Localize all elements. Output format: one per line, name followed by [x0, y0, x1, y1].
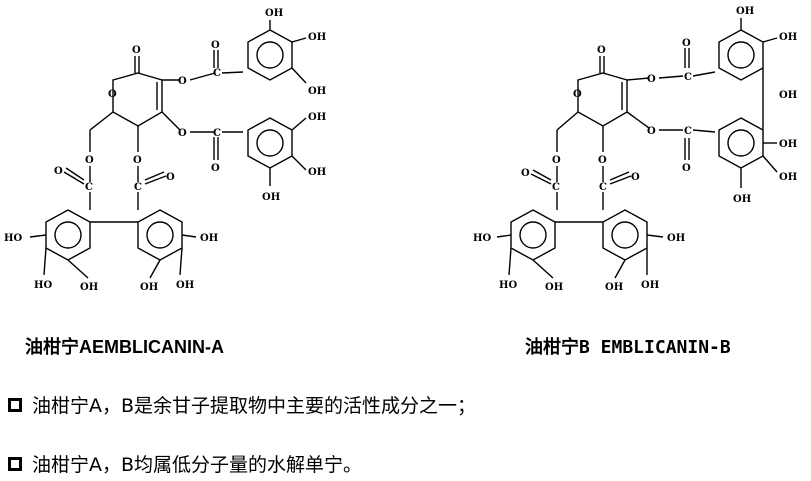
carbon-label: C: [684, 126, 692, 137]
hhdp-ring-left: [510, 209, 556, 261]
galloyl-ring-top: [247, 29, 293, 81]
ester-o-label: O: [598, 155, 607, 166]
emblicanin-b-structure: OH OH OH OH OH OH HO HO OH OH OH OH O O …: [473, 6, 797, 293]
galloyl-ring-middle: [247, 117, 293, 169]
hhdp-ring-right: [137, 209, 183, 261]
oh-label: OH: [641, 280, 659, 291]
carbonyl-o-label: O: [631, 172, 640, 183]
carbonyl-o-label: O: [682, 163, 691, 174]
ho-label: HO: [4, 233, 22, 244]
oh-label: OH: [779, 90, 797, 101]
pyranone-ring: [112, 72, 163, 127]
ester-o-label: O: [647, 126, 656, 137]
bullet-item: 油柑宁A，B均属低分子量的水解单宁。: [8, 450, 362, 477]
oh-label: OH: [736, 6, 754, 17]
oh-label: OH: [262, 192, 280, 203]
oh-label: OH: [308, 86, 326, 97]
caption-emblicanin-a: 油柑宁AEMBLICANIN-A: [25, 337, 224, 357]
oh-label: OH: [176, 280, 194, 291]
carbonyl-o-label: O: [682, 38, 691, 49]
carbonyl-o-label: O: [211, 163, 220, 174]
caption-emblicanin-b: 油柑宁B EMBLICANIN-B: [525, 337, 731, 358]
oh-label: OH: [200, 233, 218, 244]
oh-label: OH: [265, 8, 283, 19]
ester-o-label: O: [85, 155, 94, 166]
oh-label: OH: [308, 112, 326, 123]
oh-label: OH: [545, 282, 563, 293]
carbonyl-o-label: O: [132, 45, 141, 56]
carbon-label: C: [213, 68, 221, 79]
carbonyl-o-label: O: [54, 166, 63, 177]
bullet-text: 油柑宁A，B是余甘子提取物中主要的活性成分之一；: [32, 395, 477, 417]
ester-o-label: O: [178, 128, 187, 139]
ring-o-label: O: [573, 89, 582, 100]
carbonyl-o-label: O: [211, 40, 220, 51]
checkbox-square-icon: [8, 397, 22, 412]
oh-label: OH: [308, 32, 326, 43]
carbon-label: C: [213, 128, 221, 139]
carbonyl-o-label: O: [597, 45, 606, 56]
oh-label: OH: [605, 282, 623, 293]
carbon-label: C: [599, 182, 607, 193]
oh-label: OH: [779, 172, 797, 183]
oh-label: OH: [140, 282, 158, 293]
ester-o-label: O: [647, 74, 656, 85]
emblicanin-a-structure: OH OH OH OH OH OH HO HO OH OH OH OH O O …: [4, 8, 326, 293]
oh-label: OH: [308, 167, 326, 178]
carbonyl-o-label: O: [166, 172, 175, 183]
carbon-label: C: [684, 72, 692, 83]
carbon-label: C: [552, 182, 560, 193]
hhdp-ring-top: [718, 29, 764, 81]
ester-o-label: O: [552, 155, 561, 166]
ho-label: HO: [34, 280, 52, 291]
oh-label: OH: [779, 32, 797, 43]
ho-label: HO: [473, 233, 491, 244]
oh-label: OH: [779, 139, 797, 150]
hhdp-ring-left: [45, 209, 91, 261]
ring-o-label: O: [108, 89, 117, 100]
pyranone-ring: [577, 72, 628, 127]
ho-label: HO: [499, 280, 517, 291]
bullet-item: 油柑宁A，B是余甘子提取物中主要的活性成分之一；: [8, 391, 476, 418]
ester-o-label: O: [178, 76, 187, 87]
oh-label: OH: [733, 194, 751, 205]
ester-o-label: O: [133, 155, 142, 166]
carbonyl-o-label: O: [521, 168, 530, 179]
oh-label: OH: [80, 282, 98, 293]
carbon-label: C: [85, 182, 93, 193]
bullet-text: 油柑宁A，B均属低分子量的水解单宁。: [32, 454, 363, 476]
oh-label: OH: [667, 233, 685, 244]
checkbox-square-icon: [8, 456, 22, 471]
hhdp-ring-bottom: [718, 117, 764, 169]
hhdp-ring-right: [602, 209, 648, 261]
carbon-label: C: [134, 182, 142, 193]
